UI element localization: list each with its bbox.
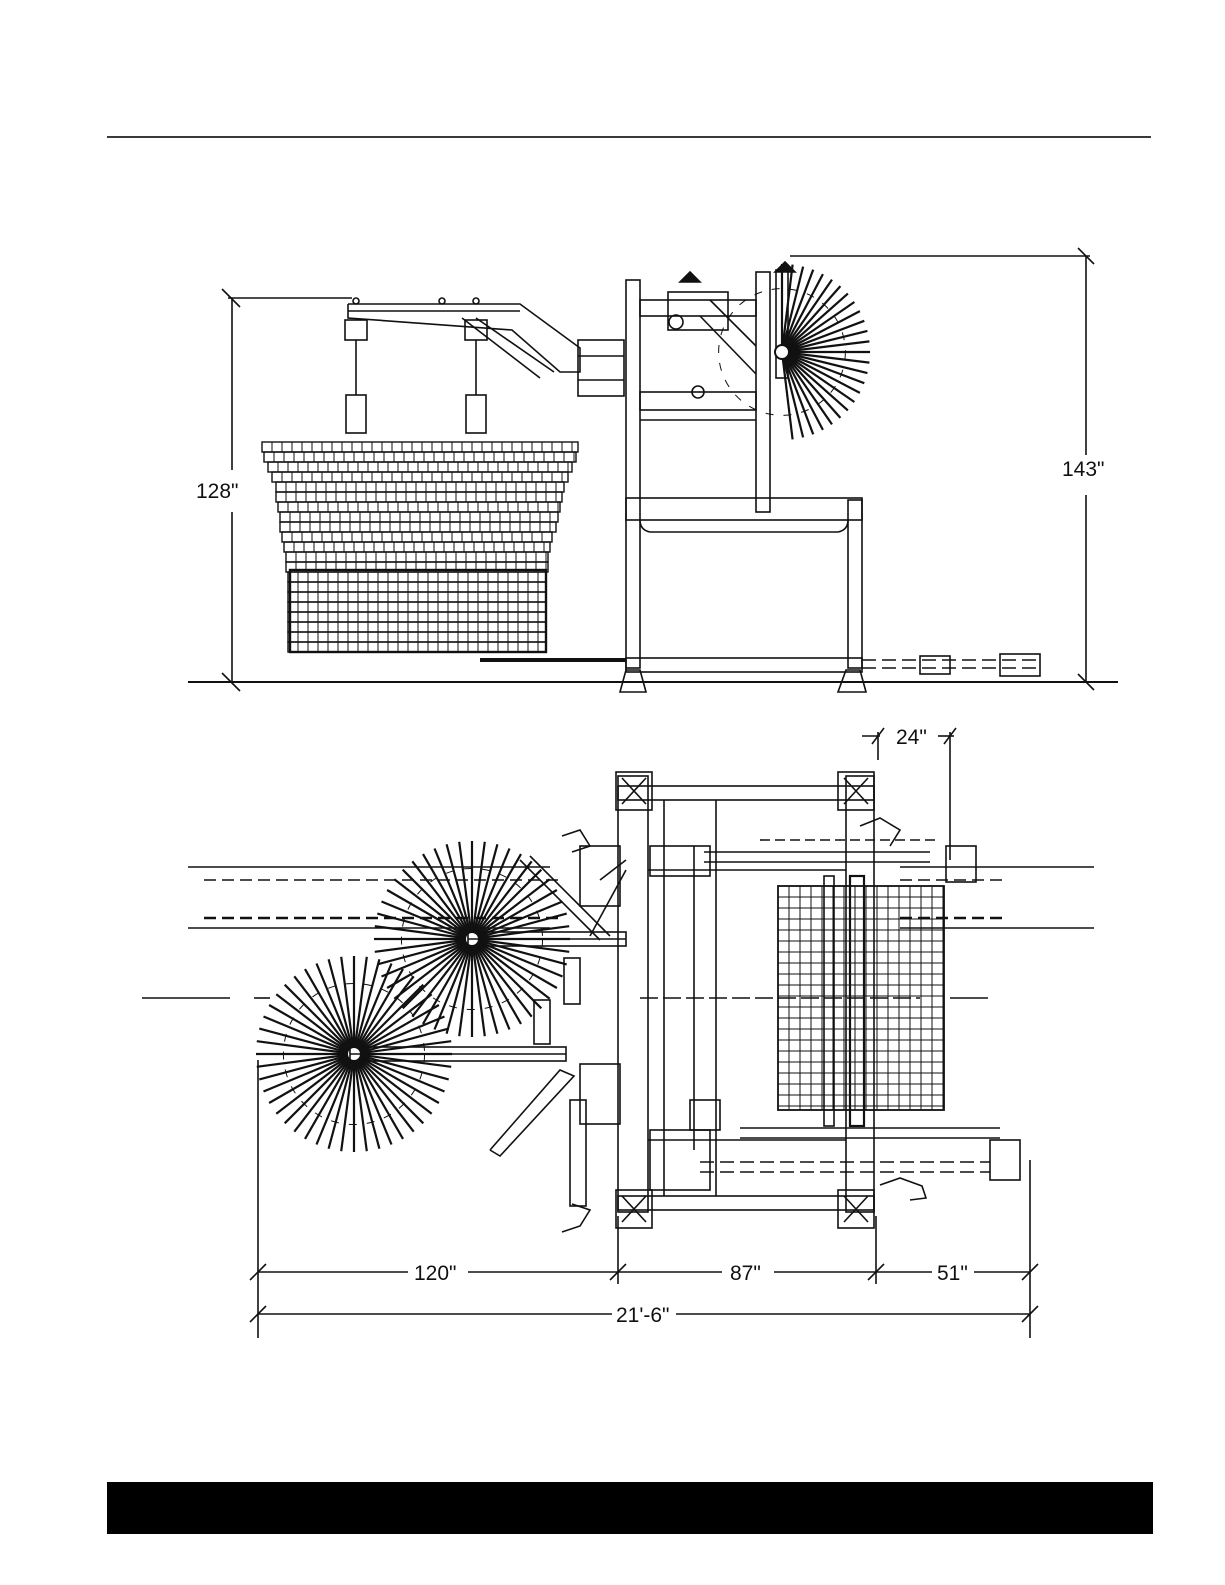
height-label-128: 128": [196, 480, 239, 503]
dimension-24: 24": [862, 726, 956, 860]
dim-label-120: 120": [414, 1262, 457, 1285]
boom-arm: [345, 298, 624, 433]
side-view: 128" 143": [188, 248, 1118, 692]
dim-label-overall: 21'-6": [616, 1304, 670, 1327]
base-tongue: [480, 654, 1040, 692]
bale-stack: [262, 442, 578, 652]
top-view: 24" 120" 87" 51" 21'-6": [142, 726, 1094, 1338]
frame-top: [570, 772, 1020, 1228]
main-frame: [626, 262, 862, 668]
height-label-143: 143": [1062, 458, 1105, 481]
rake-wheel-side: [719, 264, 870, 439]
dim-label-24: 24": [896, 726, 927, 749]
footer-bar: [107, 1482, 1153, 1534]
rake-arms: [350, 830, 626, 1232]
dim-label-51: 51": [937, 1262, 968, 1285]
height-dimension-left: 128": [196, 289, 352, 691]
dim-label-87: 87": [730, 1262, 761, 1285]
bale-grid: [778, 876, 944, 1126]
